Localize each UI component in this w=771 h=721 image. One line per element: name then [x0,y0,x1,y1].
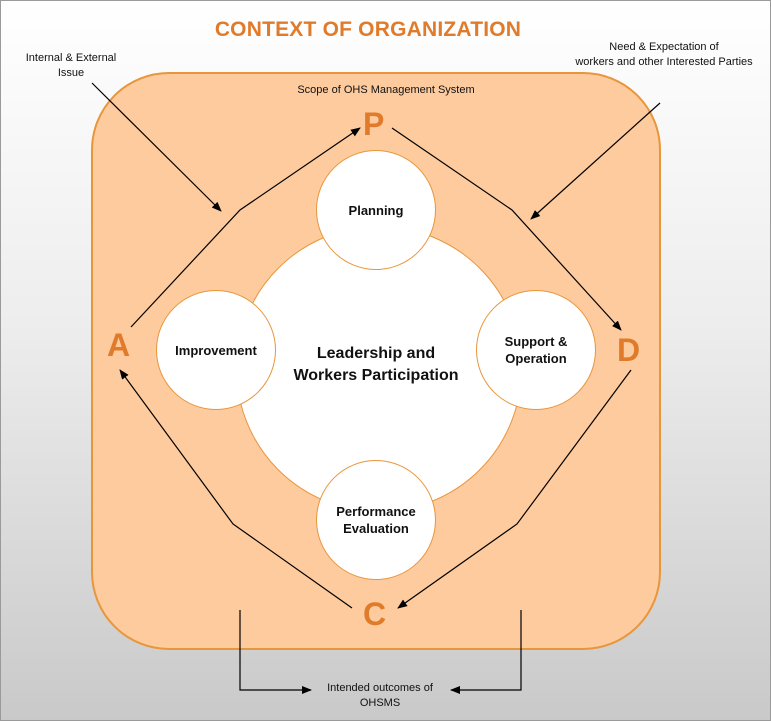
support-operation-circle: Support & Operation [476,290,596,410]
outcome-left-arrow [239,610,312,694]
label-line: Workers Participation [293,367,459,384]
planning-circle: Planning [316,150,436,270]
internal-external-issue-note: Internal & External Issue [12,51,130,81]
planning-label: Planning [348,202,404,218]
label-line: Operation [505,351,567,366]
label-line: Leadership and [316,345,436,362]
scope-label: Scope of OHS Management System [297,84,475,96]
outcome-right-arrow [450,610,522,694]
do-letter: D [617,332,641,368]
note-line: Internal & External [25,52,117,64]
needs-expectations-note: Need & Expectation of workers and other … [556,40,771,70]
check-to-act-arrow [119,369,353,609]
note-line: OHSMS [359,697,401,709]
note-line: workers and other Interested Parties [575,56,753,68]
improvement-circle: Improvement [156,290,276,410]
label-line: Evaluation [343,521,409,536]
internal-issue-arrow [91,82,222,212]
intended-outcomes-note: Intended outcomes of OHSMS [305,681,455,711]
do-to-check-arrow [397,369,632,609]
leadership-label: Leadership and Workers Participation [266,343,486,387]
act-letter: A [107,327,131,363]
label-line: Support & [504,334,568,349]
performance-evaluation-label: Performance Evaluation [336,503,415,537]
plan-letter: P [363,106,385,142]
note-line: Issue [57,67,85,79]
performance-evaluation-circle: Performance Evaluation [316,460,436,580]
check-letter: C [363,596,387,632]
plan-to-do-arrow [391,127,622,331]
needs-expectations-arrow [530,102,661,220]
label-line: Performance [336,504,416,519]
improvement-label: Improvement [175,342,257,358]
act-to-plan-arrow [130,127,361,328]
note-line: Intended outcomes of [327,682,433,694]
note-line: Need & Expectation of [609,41,719,53]
support-operation-label: Support & Operation [505,333,568,367]
diagram-title: CONTEXT OF ORGANIZATION [214,18,522,41]
